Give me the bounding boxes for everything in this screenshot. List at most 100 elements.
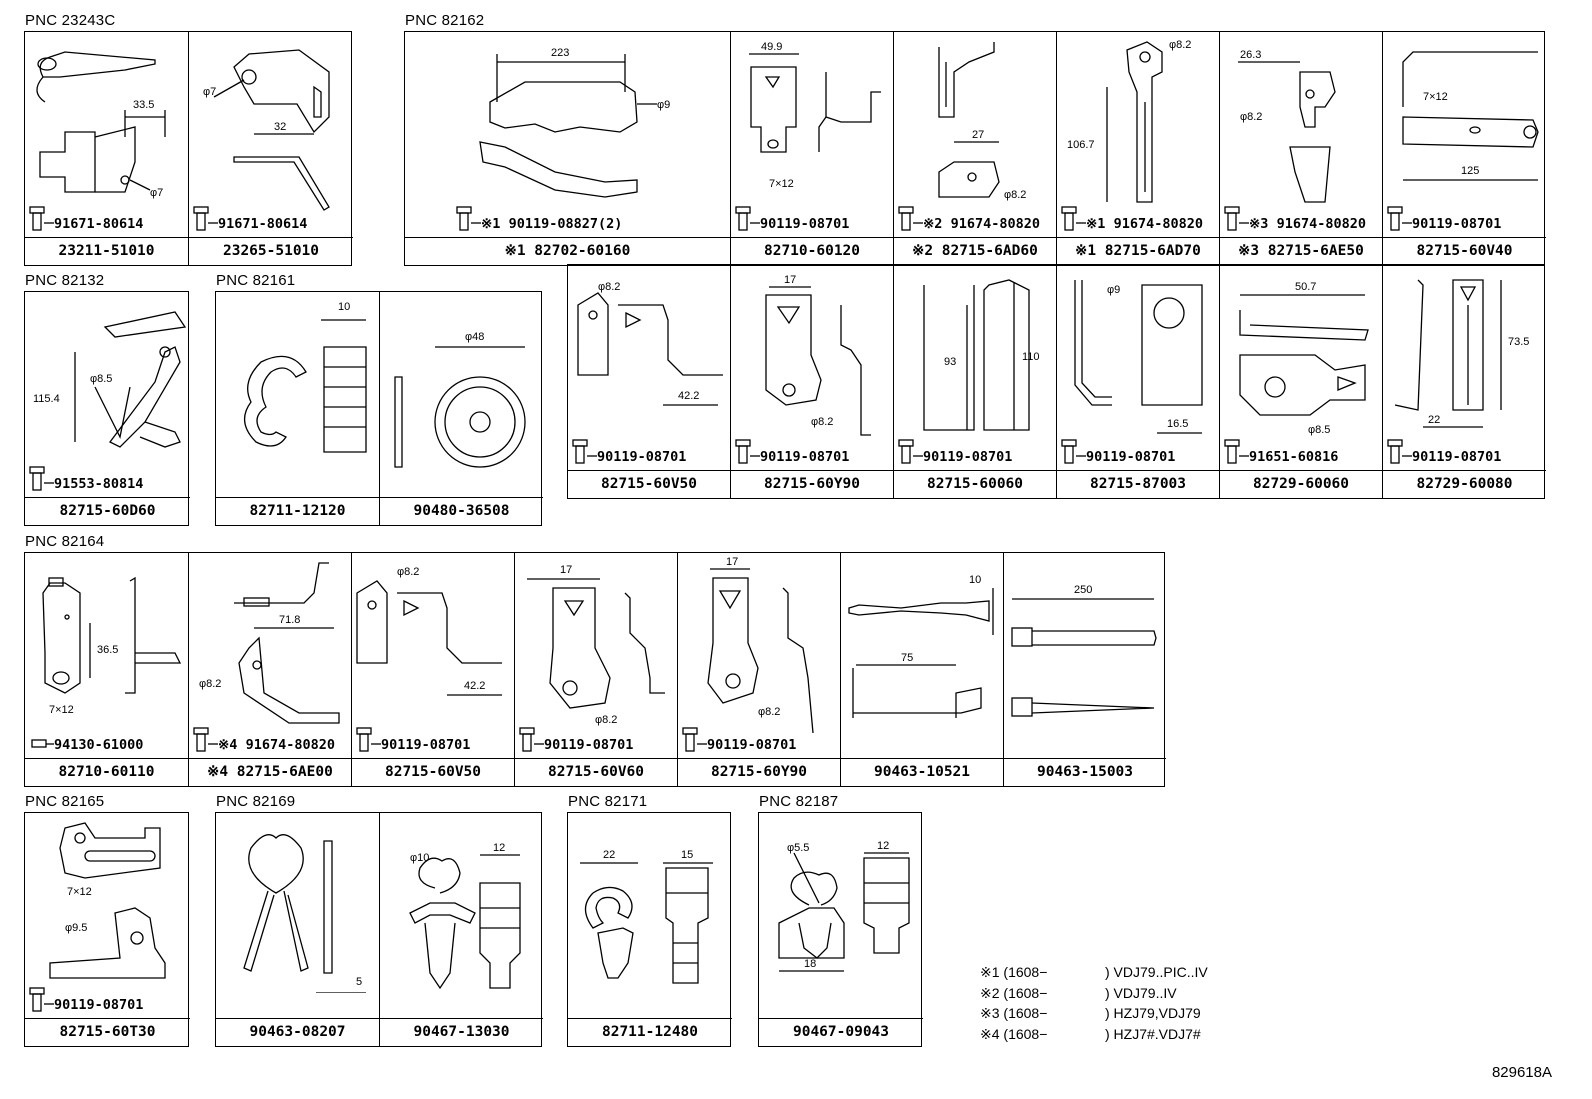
part-number[interactable]: 90480-36508 xyxy=(380,497,543,525)
part-number[interactable]: 82710-60110 xyxy=(25,758,188,786)
bolt-icon xyxy=(29,206,54,231)
part-number[interactable]: 82729-60060 xyxy=(1220,470,1382,498)
bolt-icon xyxy=(1061,206,1086,231)
part-number[interactable]: 82715-60D60 xyxy=(25,497,190,525)
part-cell[interactable]: 17 φ8.2 90119-08701 82715-60V60 xyxy=(515,553,678,786)
part-number[interactable]: 82715-60T30 xyxy=(25,1018,190,1046)
part-number[interactable]: ※2 82715-6AD60 xyxy=(894,237,1056,265)
dimension-label: 42.2 xyxy=(464,680,485,692)
pnc-label: PNC 82165 xyxy=(25,793,105,810)
bolt-icon xyxy=(1224,206,1249,231)
part-cell[interactable]: 49.9 7×12 90119-08701 82710-60120 xyxy=(731,32,894,265)
dimension-label: 7×12 xyxy=(49,704,74,716)
part-cell[interactable]: 33.5 φ7 91671-80614 23211-51010 xyxy=(25,32,189,265)
part-cell[interactable]: φ8.2 42.2 90119-08701 82715-60V50 xyxy=(568,265,731,498)
bolt-callout: 90119-08701 xyxy=(1386,438,1545,466)
part-cell[interactable]: 7×12 φ9.5 90119-08701 82715-60T30 xyxy=(25,813,190,1046)
part-cell[interactable]: 50.7 φ8.5 91651-60816 82729-60060 xyxy=(1220,265,1383,498)
part-cell[interactable]: 22 15 82711-12480 xyxy=(568,813,732,1046)
part-number[interactable]: 90463-10521 xyxy=(841,758,1003,786)
dimension-label: φ7 xyxy=(203,86,216,98)
part-cell[interactable]: φ8.2 42.2 90119-08701 82715-60V50 xyxy=(352,553,515,786)
part-cell[interactable]: 36.5 7×12 94130-61000 82710-60110 xyxy=(25,553,189,786)
dimension-label: 18 xyxy=(804,958,816,970)
note-text: ) VDJ79..PIC..IV xyxy=(1105,964,1208,980)
part-cell[interactable]: 250 90463-15003 xyxy=(1004,553,1166,786)
part-cell[interactable]: 26.3 φ8.2 ※3 91674-80820 ※3 82715-6AE50 xyxy=(1220,32,1383,265)
bolt-callout: 90119-08701 xyxy=(897,438,1055,466)
part-drawing: φ8.2 42.2 xyxy=(577,281,723,406)
part-number[interactable]: ※3 82715-6AE50 xyxy=(1220,237,1382,265)
part-cell[interactable]: 73.5 22 90119-08701 82729-60080 xyxy=(1383,265,1546,498)
part-drawing: 17 φ8.2 xyxy=(765,274,871,436)
part-drawing: 223 φ9 xyxy=(479,47,670,198)
part-cell[interactable]: 5 90463-08207 xyxy=(216,813,380,1046)
part-number[interactable]: 82715-60V50 xyxy=(568,470,730,498)
dimension-label: φ9 xyxy=(1107,284,1120,296)
part-cell[interactable]: φ48 90480-36508 xyxy=(380,292,543,525)
note-text: ) HZJ79,VDJ79 xyxy=(1105,1005,1201,1021)
part-number[interactable]: 82715-60060 xyxy=(894,470,1056,498)
dimension-label: 17 xyxy=(560,564,572,576)
part-cell[interactable]: φ10 12 90467-13030 xyxy=(380,813,543,1046)
part-cell[interactable]: φ7 32 91671-80614 23265-51010 xyxy=(189,32,353,265)
part-cell[interactable]: φ8.2 106.7 ※1 91674-80820 ※1 82715-6AD70 xyxy=(1057,32,1220,265)
pnc-label: PNC 82171 xyxy=(568,793,648,810)
part-number[interactable]: 90463-15003 xyxy=(1004,758,1166,786)
part-cell[interactable]: 7×12 125 90119-08701 82715-60V40 xyxy=(1383,32,1546,265)
dimension-label: 71.8 xyxy=(279,614,300,626)
dimension-label: φ8.5 xyxy=(90,373,112,385)
dimension-label: 27 xyxy=(972,129,984,141)
part-number[interactable]: 82711-12120 xyxy=(216,497,379,525)
bolt-part-number: 90119-08701 xyxy=(381,737,471,753)
part-number[interactable]: 82715-60Y90 xyxy=(731,470,893,498)
note-text: ) VDJ79..IV xyxy=(1105,984,1177,1001)
part-number[interactable]: 23265-51010 xyxy=(189,237,353,265)
part-number[interactable]: 82715-60V40 xyxy=(1383,237,1546,265)
part-cell[interactable]: 17 φ8.2 90119-08701 82715-60Y90 xyxy=(731,265,894,498)
part-cell[interactable]: 115.4 φ8.5 91553-80814 82715-60D60 xyxy=(25,292,190,525)
dimension-label: φ5.5 xyxy=(787,842,809,854)
part-number[interactable]: 82715-87003 xyxy=(1057,470,1219,498)
bolt-callout: 91671-80614 xyxy=(28,205,187,233)
part-cell[interactable]: 223 φ9 ※1 90119-08827(2) ※1 82702-60160 xyxy=(405,32,731,265)
bolt-callout: ※3 91674-80820 xyxy=(1223,205,1381,233)
part-cell[interactable]: 27 φ8.2 ※2 91674-80820 ※2 82715-6AD60 xyxy=(894,32,1057,265)
parts-group-82171: 22 15 82711-12480 xyxy=(567,812,732,1047)
part-drawing: φ8.2 106.7 xyxy=(1067,39,1191,203)
part-cell[interactable]: 71.8 φ8.2 ※4 91674-80820 ※4 82715-6AE00 xyxy=(189,553,352,786)
pnc-label: PNC 82187 xyxy=(759,793,839,810)
part-number[interactable]: 82715-60V50 xyxy=(352,758,514,786)
part-number[interactable]: 82710-60120 xyxy=(731,237,893,265)
bolt-part-number: 90119-08701 xyxy=(1086,449,1176,465)
bolt-part-number: 91671-80614 xyxy=(54,216,144,232)
pnc-label: PNC 82169 xyxy=(216,793,296,810)
part-number[interactable]: 82715-60V60 xyxy=(515,758,677,786)
dimension-label: 125 xyxy=(1461,165,1479,177)
part-number[interactable]: ※4 82715-6AE00 xyxy=(189,758,351,786)
part-number[interactable]: 90463-08207 xyxy=(216,1018,379,1046)
part-number[interactable]: ※1 82715-6AD70 xyxy=(1057,237,1219,265)
part-cell[interactable]: φ5.5 18 12 90467-09043 xyxy=(759,813,923,1046)
part-number[interactable]: 82715-60Y90 xyxy=(678,758,840,786)
part-cell[interactable]: 10 75 90463-10521 xyxy=(841,553,1004,786)
part-cell[interactable]: 17 φ8.2 90119-08701 82715-60Y90 xyxy=(678,553,841,786)
bolt-callout: ※1 91674-80820 xyxy=(1060,205,1218,233)
dimension-label: 12 xyxy=(493,842,505,854)
part-number[interactable]: 82711-12480 xyxy=(568,1018,732,1046)
bolt-part-number: 90119-08701 xyxy=(597,449,687,465)
bolt-part-number: ※1 91674-80820 xyxy=(1086,216,1203,232)
part-number[interactable]: ※1 82702-60160 xyxy=(405,237,730,265)
part-cell[interactable]: φ9 16.5 90119-08701 82715-87003 xyxy=(1057,265,1220,498)
part-number[interactable]: 90467-13030 xyxy=(380,1018,543,1046)
bolt-icon xyxy=(735,439,760,464)
part-cell[interactable]: 10 82711-12120 xyxy=(216,292,380,525)
parts-group-23243c: 33.5 φ7 91671-80614 23211-51010 φ7 32 91… xyxy=(24,31,353,266)
bolt-part-number: 94130-61000 xyxy=(54,737,144,753)
bolt-callout: ※1 90119-08827(2) xyxy=(455,205,729,233)
part-number[interactable]: 82729-60080 xyxy=(1383,470,1546,498)
part-cell[interactable]: 93 110 90119-08701 82715-60060 xyxy=(894,265,1057,498)
parts-group-82169: 5 90463-08207 φ10 12 90467-13030 xyxy=(215,812,543,1047)
part-number[interactable]: 23211-51010 xyxy=(25,237,188,265)
part-number[interactable]: 90467-09043 xyxy=(759,1018,923,1046)
